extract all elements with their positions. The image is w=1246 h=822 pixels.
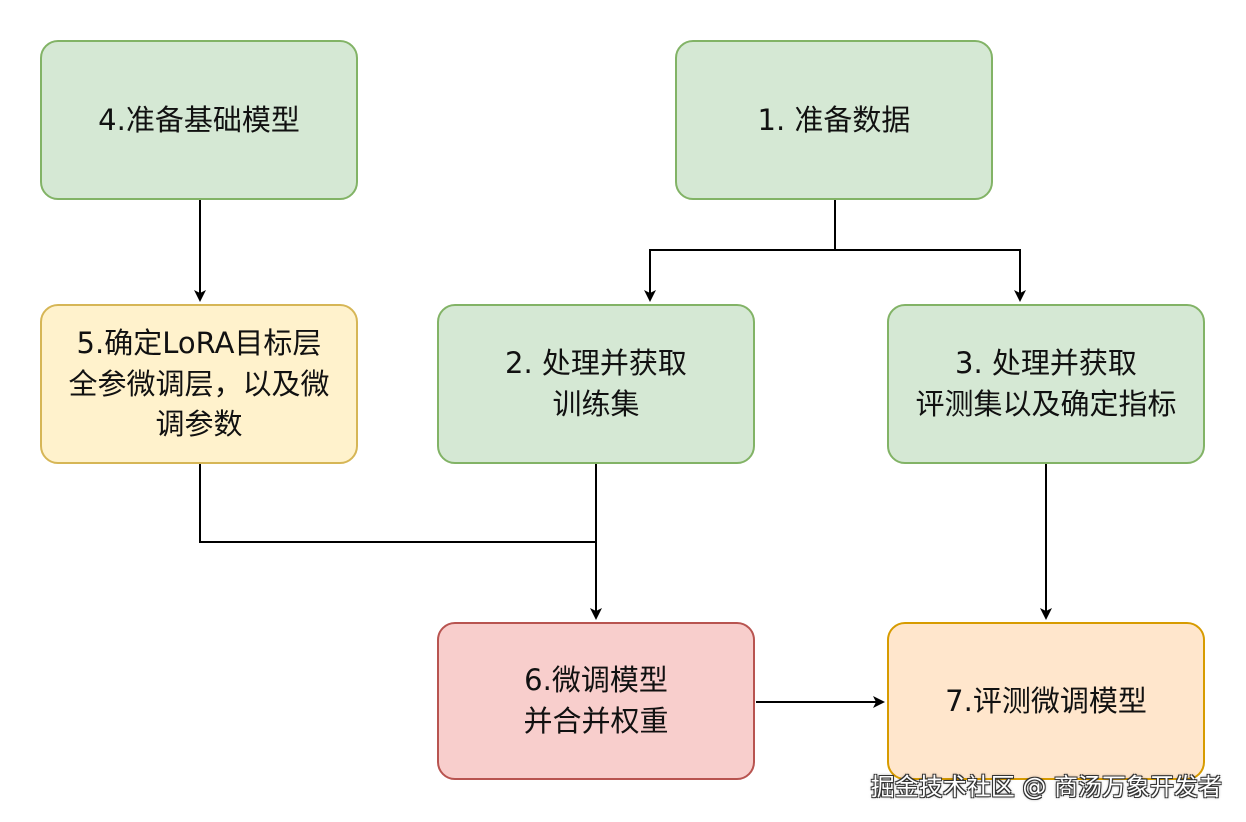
node-label: 2. 处理并获取 训练集: [505, 346, 687, 421]
node-label: 6.微调模型 并合并权重: [523, 663, 669, 738]
node-lora-config[interactable]: 5.确定LoRA目标层 全参微调层，以及微 调参数: [40, 304, 358, 464]
edge-n1-to-n3: [835, 249, 1026, 302]
edge-n1-to-n2: [644, 200, 836, 302]
node-evaluate-model[interactable]: 7.评测微调模型: [887, 622, 1205, 780]
edge-n5-to-n6: [199, 463, 596, 543]
node-label: 3. 处理并获取 评测集以及确定指标: [915, 346, 1177, 421]
node-label: 1. 准备数据: [757, 102, 911, 137]
node-label: 7.评测微调模型: [945, 683, 1147, 718]
watermark: 掘金技术社区 @ 商汤万象开发者: [870, 773, 1222, 801]
node-label: 5.确定LoRA目标层 全参微调层，以及微 调参数: [68, 326, 330, 442]
node-prepare-data[interactable]: 1. 准备数据: [675, 40, 993, 200]
node-process-eval-set[interactable]: 3. 处理并获取 评测集以及确定指标: [887, 304, 1205, 464]
node-process-train-set[interactable]: 2. 处理并获取 训练集: [437, 304, 755, 464]
node-label: 4.准备基础模型: [98, 102, 300, 137]
node-prepare-base-model[interactable]: 4.准备基础模型: [40, 40, 358, 200]
node-finetune-merge[interactable]: 6.微调模型 并合并权重: [437, 622, 755, 780]
